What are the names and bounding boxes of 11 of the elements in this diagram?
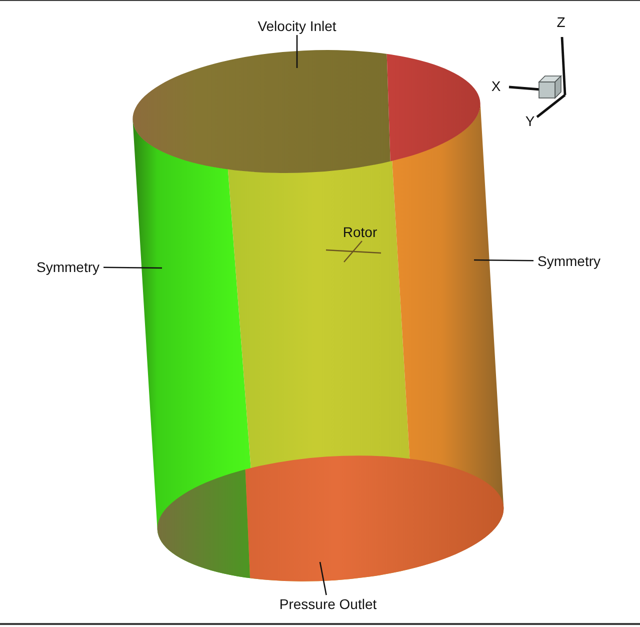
part-label: Rotor [342,224,378,240]
axis-label: X [491,78,501,94]
callout-label: Velocity Inlet [254,17,340,35]
callout-label: Pressure Outlet [275,595,381,613]
leader-line [296,35,298,68]
callout-label: Symmetry [32,258,104,276]
leader-line [104,266,162,269]
axis-label: Y [525,113,535,129]
leader-line [474,259,534,262]
axis-label: Z [556,14,566,30]
callout-label: Symmetry [534,252,604,270]
